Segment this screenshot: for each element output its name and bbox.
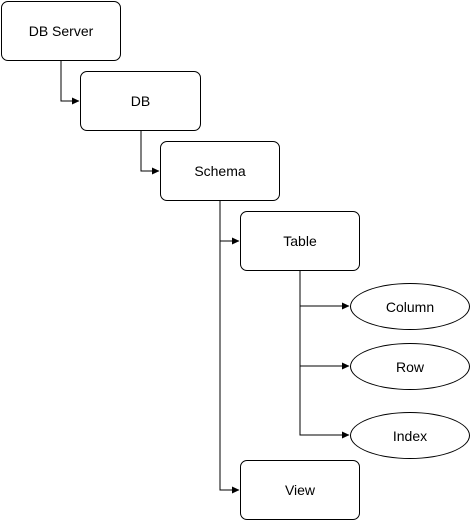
node-db-server: DB Server [1, 1, 121, 61]
node-view: View [240, 460, 360, 520]
edge-schema-table [219, 200, 240, 245]
edge-table-column [299, 270, 350, 310]
edge-table-row [299, 306, 350, 370]
node-column: Column [350, 283, 470, 330]
node-row: Row [350, 343, 470, 390]
node-db: DB [80, 71, 201, 131]
node-schema: Schema [160, 141, 280, 201]
edge-db-schema [140, 130, 160, 175]
edge-table-index [299, 366, 350, 439]
edge-schema-view [219, 241, 240, 494]
node-table: Table [240, 211, 360, 271]
node-index: Index [350, 412, 470, 459]
edge-dbserver-db [60, 60, 80, 105]
